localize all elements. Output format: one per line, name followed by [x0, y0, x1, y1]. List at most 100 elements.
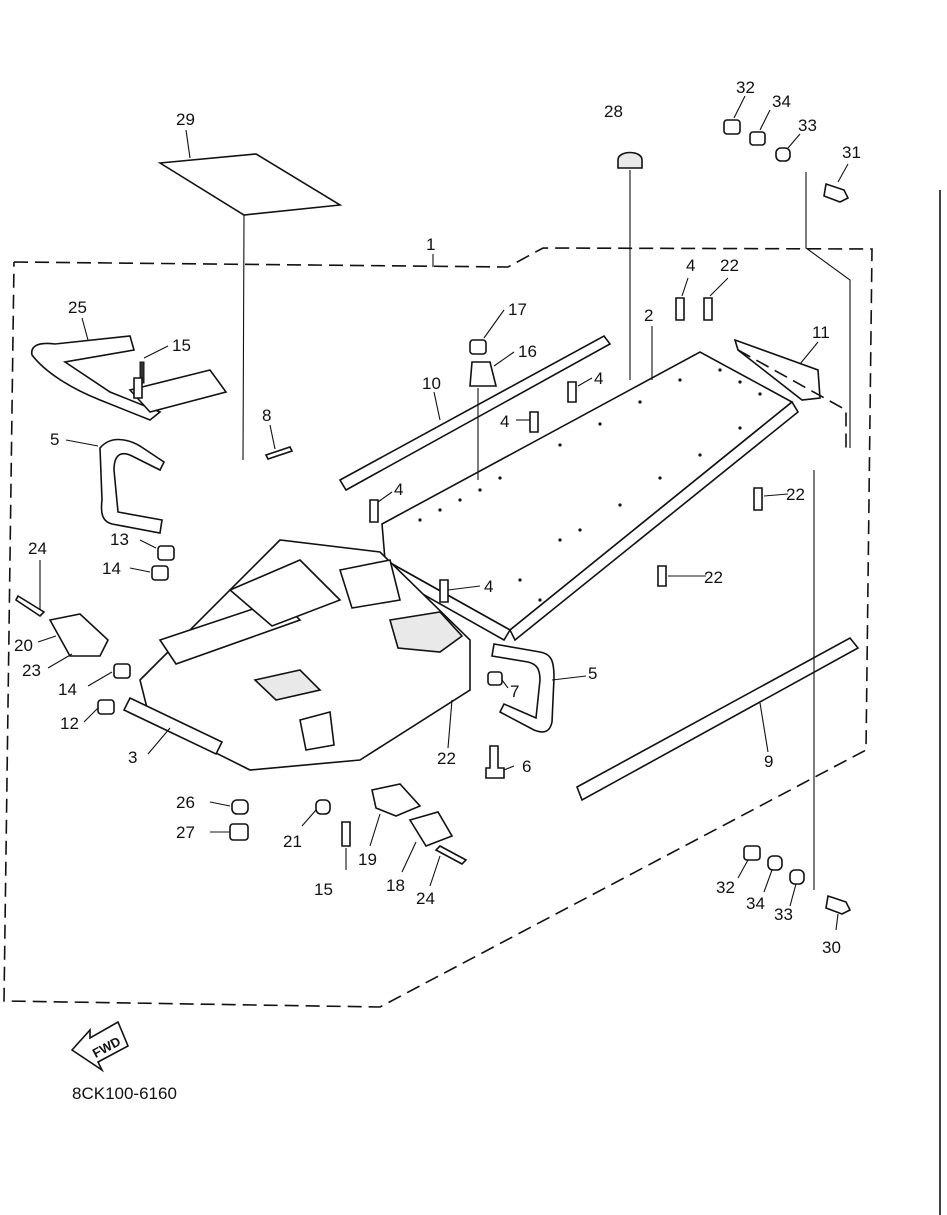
part-14-bushing-a: [151, 565, 169, 581]
callout-labels: 1 2 3 4 4 4 4 4 4 5 5 6 7 8 9 10 11 12 1…: [14, 78, 861, 957]
callout-label: 11: [812, 323, 830, 342]
callout-label: 4: [484, 577, 493, 596]
callout-label: 34: [746, 894, 765, 913]
leader-34a: [759, 109, 771, 131]
leader-17: [483, 309, 505, 339]
leader-15a: [143, 345, 169, 359]
leader-3: [147, 727, 171, 755]
callout-label: 7: [510, 682, 519, 701]
callout-label: 8: [262, 406, 271, 425]
callout-label: 4: [594, 369, 603, 388]
part-9-rail: [576, 636, 860, 802]
part-21-nut: [315, 799, 331, 815]
leader-34b: [763, 869, 773, 893]
leader-33a: [787, 133, 801, 149]
part-33-washer-top: [775, 147, 791, 162]
callout-label: 13: [110, 530, 129, 549]
leader-4a: [681, 277, 689, 297]
callout-label: 22: [437, 749, 456, 768]
leader-30: [835, 913, 839, 931]
part-30-bolt: [825, 894, 852, 915]
leader-22a: [709, 277, 729, 297]
callout-label: 4: [394, 480, 403, 499]
part-32-nut-top: [723, 119, 741, 135]
callout-label: 25: [68, 298, 87, 317]
callout-label: 18: [386, 876, 405, 895]
callout-label: 33: [774, 905, 793, 924]
leader-19: [369, 813, 381, 847]
callout-label: 4: [686, 256, 695, 275]
leader-33b: [789, 883, 797, 907]
leader-32b: [737, 859, 749, 879]
callout-label: 2: [644, 306, 653, 325]
callout-label: 33: [798, 116, 817, 135]
part-7-nut: [487, 671, 503, 686]
callout-label: 22: [720, 256, 739, 275]
leader-9: [759, 702, 769, 753]
callout-label: 29: [176, 110, 195, 129]
leader-24b: [429, 855, 441, 887]
leader-14a: [129, 567, 151, 573]
leader-11-dash: [737, 349, 847, 448]
callout-label: 3: [128, 748, 137, 767]
part-26-plug: [231, 799, 249, 815]
part-16-bracket: [469, 361, 498, 387]
leader-5a: [65, 439, 99, 447]
assembly-boundary: [3, 247, 873, 1008]
leader-4d: [377, 491, 393, 503]
callout-label: 21: [283, 832, 302, 851]
fwd-arrow-icon: FWD: [70, 1020, 130, 1073]
leader-14b: [87, 671, 113, 687]
callout-label: 26: [176, 793, 195, 812]
callout-label: 5: [50, 430, 59, 449]
leader-29: [185, 129, 191, 159]
callout-label: 6: [522, 757, 531, 776]
part-18-plate: [408, 811, 454, 847]
leader-11: [799, 341, 819, 365]
rivets: [133, 297, 763, 847]
part-5-handle-left: [99, 438, 166, 534]
callout-label: 23: [22, 661, 41, 680]
callout-label: 31: [842, 143, 861, 162]
diagram-code: 8CK100-6160: [72, 1084, 177, 1103]
part-5-handle-right: [491, 643, 555, 733]
part-28-cap: [617, 151, 643, 169]
callout-label: 28: [604, 102, 623, 121]
callout-label: 15: [314, 880, 333, 899]
callout-label: 9: [764, 752, 773, 771]
leader-5b: [551, 675, 587, 681]
part-3-crossmember: [122, 696, 224, 756]
part-31-bolt: [823, 182, 850, 203]
part-27-plug: [229, 823, 249, 841]
callout-label: 5: [588, 664, 597, 683]
part-17-nut: [469, 339, 487, 355]
callout-label: 17: [508, 300, 527, 319]
leader-22d: [447, 699, 453, 749]
part-34-washer-bottom: [767, 855, 783, 871]
callout-label: 32: [716, 878, 735, 897]
leader-7: [501, 679, 509, 689]
leader-21: [301, 809, 317, 827]
part-20-plate: [48, 613, 109, 657]
leader-16: [493, 351, 515, 367]
part-12-bushing: [97, 699, 115, 715]
leader-4b: [577, 377, 593, 387]
callout-label: 30: [822, 938, 841, 957]
leader-18: [401, 841, 417, 873]
part-32-nut-bottom: [743, 845, 761, 861]
callout-label: 20: [14, 636, 33, 655]
part-14-bushing-b: [113, 663, 131, 679]
callout-label: 10: [422, 374, 441, 393]
callout-label: 19: [358, 850, 377, 869]
callout-label: 32: [736, 78, 755, 97]
leader-29-down: [242, 214, 245, 461]
callout-label: 22: [786, 485, 805, 504]
part-24-pin-right: [434, 845, 468, 865]
callout-label: 15: [172, 336, 191, 355]
part-19-plate: [371, 783, 422, 817]
leader-31: [837, 163, 849, 183]
part-34-washer-top: [749, 131, 766, 146]
callout-label: 16: [518, 342, 537, 361]
leader-23: [47, 653, 73, 669]
